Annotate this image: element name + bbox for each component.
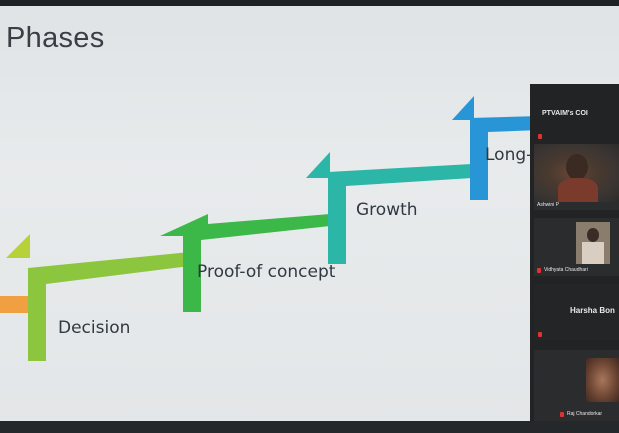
meeting-participants-panel[interactable]: PTVAIM's COI Ashwini P Vidhyata Chaudhar… bbox=[530, 84, 619, 421]
arrowhead-green-icon bbox=[160, 214, 208, 236]
participant-body bbox=[582, 242, 604, 264]
participant-video bbox=[534, 144, 619, 202]
participant-head bbox=[587, 228, 599, 242]
step-growth bbox=[328, 164, 472, 264]
phase-label-decision: Decision bbox=[58, 318, 131, 338]
participant-name: Ashwini P bbox=[537, 202, 559, 208]
participant-body bbox=[558, 178, 598, 202]
mic-muted-icon bbox=[537, 268, 541, 273]
participant-video bbox=[576, 222, 610, 264]
mic-muted-icon bbox=[538, 134, 542, 139]
participant-name: Harsha Bon bbox=[570, 306, 615, 315]
participant-name: Vidhyata Chaudhari bbox=[544, 267, 588, 273]
step-decision bbox=[28, 252, 190, 361]
screen-bezel-top bbox=[0, 0, 619, 6]
meeting-panel-header: PTVAIM's COI bbox=[542, 110, 588, 117]
participant-name: Raj Chandorkar bbox=[567, 411, 603, 417]
participant-head bbox=[566, 154, 588, 180]
participant-tile[interactable]: Vidhyata Chaudhari bbox=[534, 218, 619, 276]
phase-label-proof-of-concept: Proof-of concept bbox=[197, 262, 336, 282]
step-long-term bbox=[470, 116, 540, 200]
slide-title: Phases bbox=[6, 22, 105, 54]
participant-tile[interactable]: Ashwini P bbox=[534, 144, 619, 210]
mic-muted-icon bbox=[560, 412, 564, 417]
orange-step-stub bbox=[0, 296, 28, 313]
screen-bezel-bottom bbox=[0, 421, 619, 433]
participant-tile[interactable]: Raj Chandorkar bbox=[534, 350, 619, 421]
phase-label-long-term: Long-t bbox=[485, 145, 539, 165]
arrowhead-yellow-icon bbox=[6, 234, 30, 258]
arrowhead-blue-icon bbox=[452, 96, 474, 120]
participant-tile[interactable]: Harsha Bon bbox=[534, 284, 619, 340]
step-proof-of-concept bbox=[183, 214, 330, 312]
arrowhead-teal-icon bbox=[306, 152, 330, 178]
participant-video bbox=[586, 358, 619, 402]
mic-muted-icon bbox=[538, 332, 542, 337]
phase-label-growth: Growth bbox=[356, 200, 418, 220]
